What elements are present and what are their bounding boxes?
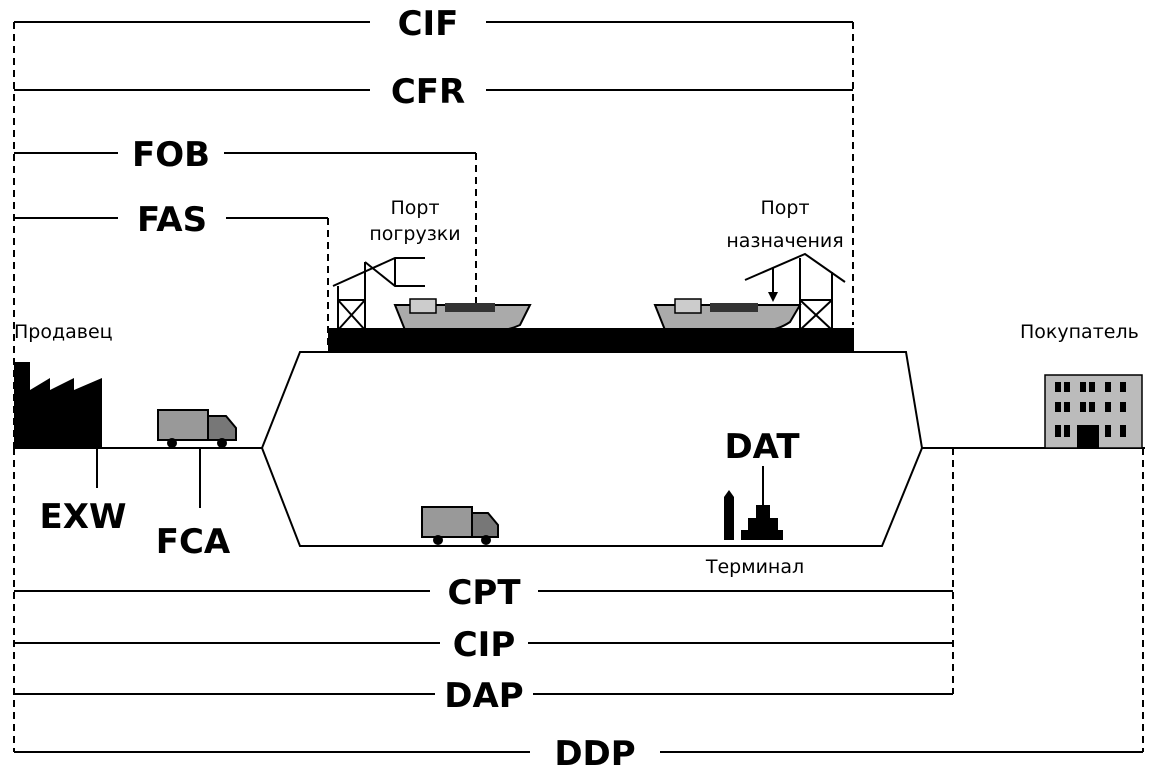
port-loading-line1: Порт: [390, 197, 439, 219]
port-loading-label: Порт погрузки: [369, 197, 460, 245]
cip-bracket: CIP: [14, 625, 953, 665]
term-cif: CIF: [398, 4, 459, 44]
term-dap: DAP: [444, 676, 523, 716]
cpt-bracket: CPT: [14, 573, 953, 613]
term-fob: FOB: [132, 135, 210, 175]
ship-icon: [655, 299, 800, 330]
ddp-bracket: DDP: [14, 448, 1143, 769]
port-destination-line1: Порт: [760, 197, 809, 219]
truck-icon: [158, 410, 236, 448]
dock-strip: [328, 328, 854, 352]
cfr-bracket: CFR: [14, 72, 853, 112]
ship-icon: [395, 299, 530, 330]
term-cpt: CPT: [447, 573, 521, 613]
term-ddp: DDP: [554, 734, 635, 769]
port-loading-line2: погрузки: [369, 223, 460, 245]
term-fca: FCA: [156, 522, 231, 562]
factory-icon: [14, 362, 102, 448]
building-icon: [1045, 375, 1142, 448]
term-cip: CIP: [453, 625, 516, 665]
truck-icon: [422, 507, 498, 545]
terminal-label: Терминал: [705, 556, 804, 578]
term-exw: EXW: [40, 497, 127, 537]
term-fas: FAS: [137, 200, 207, 240]
term-cfr: CFR: [391, 72, 465, 112]
buyer-label: Покупатель: [1020, 321, 1139, 343]
port-destination-line2: назначения: [726, 230, 843, 252]
transport-route: [262, 352, 922, 546]
dap-bracket: DAP: [14, 676, 953, 716]
port-destination-label: Порт назначения: [726, 197, 843, 252]
term-dat: DAT: [724, 427, 800, 467]
seller-label: Продавец: [14, 321, 113, 343]
terminal-icon: [724, 490, 783, 540]
